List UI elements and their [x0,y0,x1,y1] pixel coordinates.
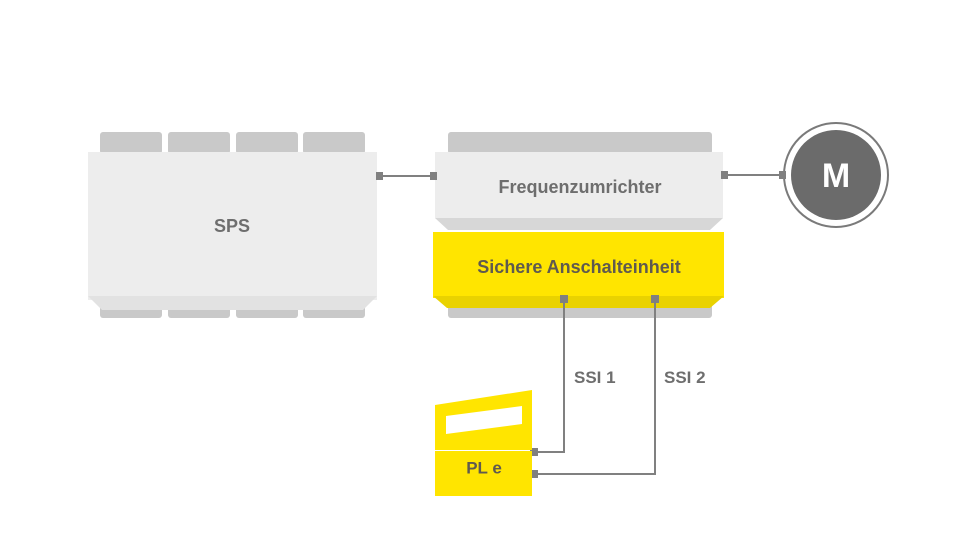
wire-endpoint [721,171,728,179]
wire-endpoints [376,171,786,478]
wires [379,174,784,475]
safety-controller-body [435,451,532,496]
plc-top-terminal [303,132,365,154]
plc-body [88,152,377,300]
inverter-body-bevel [435,218,723,230]
wire-endpoint [430,172,437,180]
plc-top-terminal [236,132,298,154]
ssi1-label: SSI 1 [574,368,616,387]
inverter-top-terminal [448,132,712,154]
ssi1-wire [533,298,565,453]
safe-unit-module [433,232,724,318]
safe-unit-label: Sichere Anschalteinheit [477,257,681,277]
safe-unit-bevel [433,296,724,308]
motor [783,122,889,228]
ssi2-wire [533,298,656,475]
wire-endpoint [779,171,786,179]
ssi2-label: SSI 2 [664,368,706,387]
inverter-body [435,152,723,218]
wire-endpoint [530,448,538,456]
wire-endpoint [560,295,568,303]
wire-endpoint [530,470,538,478]
safety-controller [435,390,532,496]
plc-top-terminal [168,132,230,154]
inverter-module [435,132,723,230]
motor-core [791,130,881,220]
plc-top-terminal [100,132,162,154]
wire-endpoint [651,295,659,303]
safe-unit-body [433,232,724,298]
inverter-label: Frequenzumrichter [498,177,662,197]
plc-module [88,132,377,318]
wire-endpoint [376,172,383,180]
controller-label: PL e [466,458,502,478]
safety-controller-window [446,406,522,434]
motor-label: M [821,157,851,195]
plc-label: SPS [213,216,251,236]
plc-body-bevel [88,296,377,310]
